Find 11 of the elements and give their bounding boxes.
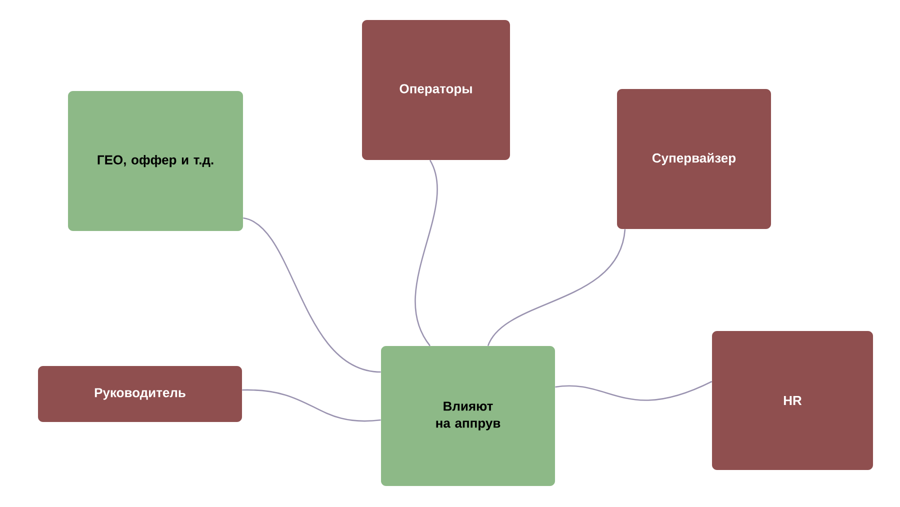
topic-box: HR <box>712 331 873 470</box>
connector-line <box>242 389 381 422</box>
connector-line <box>555 380 712 401</box>
central-box: Влияют на аппрув <box>381 346 555 486</box>
topic-box: ГЕО, оффер и т.д. <box>68 91 243 231</box>
topic-box: Операторы <box>362 20 510 160</box>
connector-line <box>242 217 381 373</box>
topic-box: Супервайзер <box>617 89 771 229</box>
topic-box: Руководитель <box>38 366 242 422</box>
connector-line <box>414 160 438 346</box>
connector-line <box>487 229 626 346</box>
